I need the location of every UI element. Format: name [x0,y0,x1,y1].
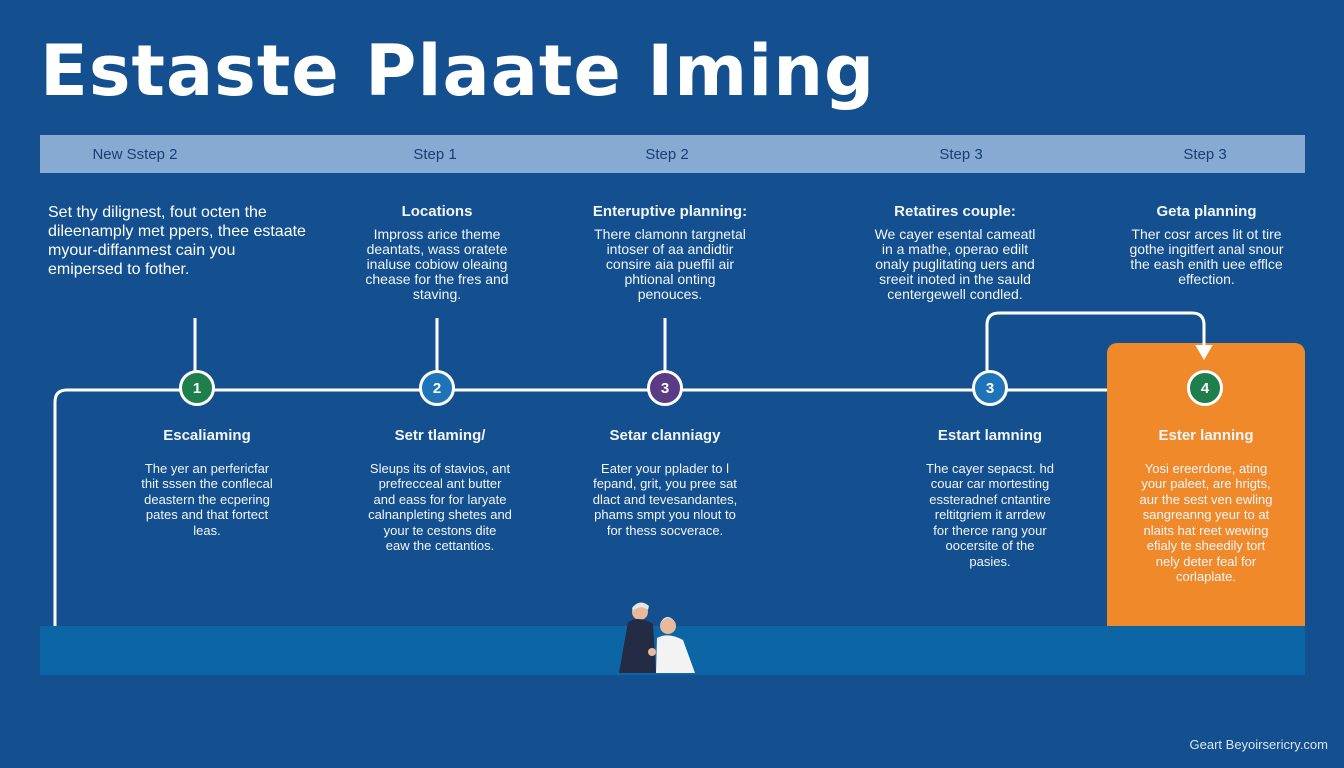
top-column-line: gothe ingitfert anal snour [1129,241,1284,257]
bottom-column: Setr tlaming/ Sleups its of stavios, ant… [340,428,540,554]
bottom-column-line: eaw the cettantios. [385,538,495,553]
top-column-line: inaluse cobiow oleaing [366,256,508,272]
elderly-couple-illustration [619,602,695,673]
bottom-column-line: Eater your pplader to l [601,460,729,476]
bottom-column-line: couar car mortesting [930,476,1050,491]
top-column: Retatires couple: We cayer esental camea… [855,204,1055,302]
top-column-line: chease for the fres and [365,271,509,287]
bottom-column-line: The cayer sepacst. hd [926,460,1054,476]
step-label: New Sstep 2 [92,146,178,163]
step-bar [40,135,1305,173]
top-column-line: centergewell condled. [887,286,1023,302]
bottom-column-line: for therce rang your [933,522,1047,538]
step-node-number: 3 [985,379,995,397]
bottom-column-line: fepand, grit, you pree sat [593,476,737,491]
bottom-column-line: nlaits hat reet wewing [1143,522,1269,538]
bottom-column-line: Yosi ereerdone, ating [1144,460,1268,476]
bottom-column-highlighted: Ester lanning Yosi ereerdone, ating your… [1108,428,1304,585]
bottom-column-line: your te cestons dite [383,522,497,538]
step-node[interactable]: 2 [419,370,455,406]
step-node[interactable]: 1 [179,370,215,406]
bottom-column-line: Sleups its of stavios, ant [369,460,511,476]
bottom-column-line: deastern the ecpering [144,491,270,507]
bottom-column-heading: Setar clanniagy [609,427,721,444]
bottom-column-line: nely deter feal for [1155,553,1257,569]
top-column-heading: Enteruptive planning: [592,203,748,220]
top-column-line: There clamonn targnetal [594,226,746,242]
step-node-number: 4 [1200,379,1210,397]
footer-credit: Geart Beyoirsericry.com [1189,737,1328,752]
top-column-line: intoser of aa andidtir [606,241,734,257]
top-column-line: deantats, wass oratete [366,241,508,257]
bottom-column-line: phams smpt you nlout to [594,507,736,522]
bottom-column-heading: Estart lamning [937,427,1043,444]
top-column-heading: Geta planning [1156,203,1257,220]
top-column-line: onaly puglitating uers and [875,256,1035,272]
bottom-column-heading: Ester lanning [1158,427,1254,444]
top-column-line: in a mathe, operao edilt [881,241,1029,257]
bottom-column-line: for thess socverace. [606,522,724,538]
bottom-column: Setar clanniagy Eater your pplader to l … [565,428,765,538]
top-column-heading: Retatires couple: [894,203,1016,220]
bottom-column-line: pasies. [969,553,1011,569]
step-label: Step 1 [413,146,457,163]
page-title: Estaste Plaate Iming [40,30,876,112]
top-column-line: consire aia pueffil air [605,256,735,272]
bottom-column-line: thit sssen the conflecal [141,476,273,491]
bottom-column-heading: Escaliaming [163,427,251,444]
bottom-column-line: prefrecceal ant butter [378,476,502,491]
bottom-column-line: your paleet, are hrigts, [1141,476,1271,491]
top-column-line: penouces. [637,286,703,302]
bottom-column-line: The yer an perfericfar [144,460,270,476]
top-column-line: Impross arice theme [373,226,501,242]
bottom-column-line: dlact and tevesandantes, [592,491,738,507]
step-label: Step 2 [645,146,689,163]
bottom-column-line: oocersite of the [945,538,1035,553]
top-column: Geta planning Ther cosr arces lit ot tir… [1104,204,1309,287]
bottom-column-line: pates and that fortect [145,507,269,522]
top-column-line: We cayer esental cameatl [874,226,1036,242]
top-column-line: staving. [412,286,462,302]
bottom-column-line: sangreanng yeur to at [1142,507,1270,522]
top-column: Locations Impross arice theme deantats, … [322,204,552,302]
top-column-line: effection. [1178,271,1235,287]
step-node[interactable]: 3 [972,370,1008,406]
bottom-column-line: and eass for for laryate [373,491,507,507]
top-column-line: the eash enith uee efflce [1130,256,1283,272]
bottom-column: Escaliaming The yer an perfericfar thit … [107,428,307,538]
bottom-column: Estart lamning The cayer sepacst. hd cou… [890,428,1090,569]
step-node-number: 1 [192,379,202,397]
top-column-line: phtional onting [624,271,716,287]
bottom-column-line: leas. [193,522,221,538]
intro-text: Set thy dilignest, fout octen the dileen… [48,204,306,278]
bottom-column-line: aur the sest ven ewling [1139,491,1273,507]
bottom-column-heading: Setr tlaming/ [394,427,486,444]
step-node-number: 3 [660,379,670,397]
step-node-number: 2 [432,379,442,397]
top-column-heading: Locations [401,203,473,220]
top-column: Enteruptive planning: There clamonn targ… [555,204,785,302]
bottom-column-line: corlaplate. [1176,569,1236,584]
step-label: Step 3 [939,146,983,163]
bottom-column-line: calnanpleting shetes and [368,507,512,522]
bottom-column-line: efialy te sheedily tort [1146,538,1266,553]
bottom-column-line: essteradnef cntantire [929,491,1051,507]
step-node[interactable]: 4 [1187,370,1223,406]
bottom-column-line: reltitgriem it arrdew [934,507,1046,522]
step-node[interactable]: 3 [647,370,683,406]
step-label: Step 3 [1183,146,1227,163]
top-column-line: sreeit inoted in the sauld [879,271,1031,287]
top-column-line: Ther cosr arces lit ot tire [1131,226,1282,242]
